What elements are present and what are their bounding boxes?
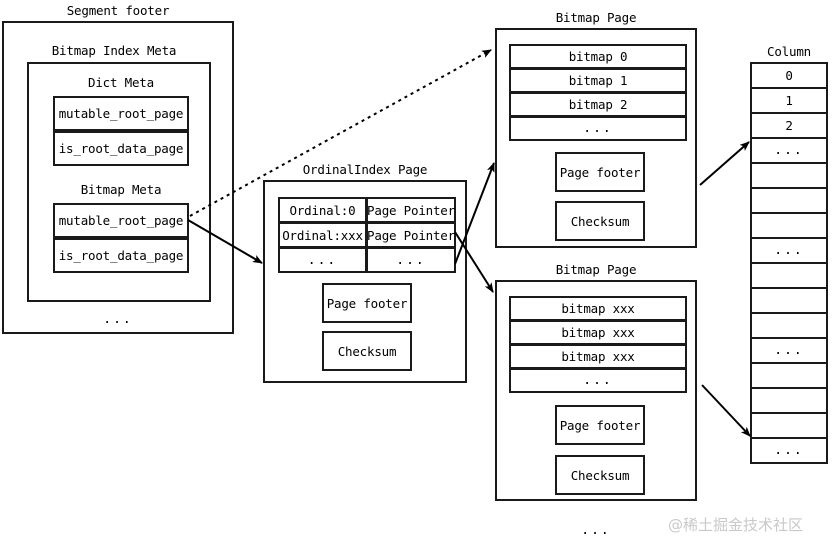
segment-footer-caption: Segment footer: [66, 3, 170, 18]
page-pointer-cell-1: Page Pointer: [366, 222, 456, 248]
bitmap-row: bitmap xxx: [509, 296, 687, 321]
bitmap-page-bottom-footer: Page footer: [555, 405, 645, 445]
bitmap-index-meta-caption: Bitmap Index Meta: [51, 43, 177, 58]
bitmap-row: bitmap 2: [509, 92, 687, 117]
column-cell: [750, 187, 828, 214]
ordinal-cell-0: Ordinal:0: [278, 197, 367, 223]
ordinal-index-page-checksum: Checksum: [322, 331, 412, 371]
bitmap-meta-caption: Bitmap Meta: [80, 182, 162, 197]
ordinal-cell-1: Ordinal:xxx: [278, 222, 367, 248]
bitmap-row-ellipsis: ...: [509, 116, 687, 141]
column-cell: [750, 362, 828, 389]
bitmap-page-bottom-caption: Bitmap Page: [555, 262, 637, 277]
bitmap-page-top-box: bitmap 0 bitmap 1 bitmap 2 ... Page foot…: [495, 28, 697, 248]
watermark: @稀土掘金技术社区: [668, 516, 804, 534]
page-pointer-cell-0: Page Pointer: [366, 197, 456, 223]
ordinal-cell-2: ...: [278, 247, 367, 273]
column-cell: [750, 287, 828, 314]
column-cell: 1: [750, 87, 828, 114]
bitmap-row: bitmap 0: [509, 44, 687, 69]
column-cell: ...: [750, 337, 828, 364]
bitmap-page-bottom-trailing-ellipsis: ...: [581, 522, 611, 538]
bitmap-row: bitmap xxx: [509, 320, 687, 345]
page-pointer-cell-2: ...: [366, 247, 456, 273]
dict-meta-field-mutable-root-page: mutable_root_page: [53, 96, 189, 131]
segment-footer-ellipsis: ...: [103, 311, 133, 327]
arrow-bitmappage-bottom-to-column: [701, 384, 751, 437]
bitmap-row: bitmap 1: [509, 68, 687, 93]
table-row: Ordinal:0 Page Pointer: [278, 197, 456, 223]
bitmap-page-bottom-box: bitmap xxx bitmap xxx bitmap xxx ... Pag…: [495, 280, 697, 501]
column-cell: ...: [750, 137, 828, 164]
table-row: Ordinal:xxx Page Pointer: [278, 222, 456, 248]
column-cell: [750, 162, 828, 189]
ordinal-index-page-footer: Page footer: [322, 283, 412, 323]
table-row: ... ...: [278, 247, 456, 273]
column-cell: 2: [750, 112, 828, 139]
column-cell: [750, 312, 828, 339]
column-cell: [750, 212, 828, 239]
column-cell: 0: [750, 62, 828, 89]
column-cell: ...: [750, 437, 828, 464]
bitmap-page-top-checksum: Checksum: [555, 201, 645, 241]
bitmap-page-top-footer: Page footer: [555, 152, 645, 192]
column-cell: [750, 262, 828, 289]
column-cell: ...: [750, 237, 828, 264]
bitmap-index-meta-box: Dict Meta mutable_root_page is_root_data…: [27, 62, 211, 302]
column-cell: [750, 412, 828, 439]
ordinal-index-page-box: Ordinal:0 Page Pointer Ordinal:xxx Page …: [263, 180, 467, 383]
dict-meta-field-is-root-data-page: is_root_data_page: [53, 131, 189, 166]
bitmap-meta-field-mutable-root-page: mutable_root_page: [53, 203, 189, 238]
segment-footer-box: Bitmap Index Meta Dict Meta mutable_root…: [2, 21, 234, 334]
bitmap-meta-field-is-root-data-page: is_root_data_page: [53, 238, 189, 273]
bitmap-row: bitmap xxx: [509, 344, 687, 369]
dict-meta-caption: Dict Meta: [88, 75, 154, 90]
ordinal-index-page-caption: OrdinalIndex Page: [302, 162, 428, 177]
column-cell: [750, 387, 828, 414]
ordinal-table: Ordinal:0 Page Pointer Ordinal:xxx Page …: [278, 197, 456, 275]
bitmap-row-ellipsis: ...: [509, 368, 687, 393]
bitmap-page-bottom-checksum: Checksum: [555, 455, 645, 495]
arrow-bitmappage-top-to-column: [699, 141, 750, 186]
column-caption: Column: [767, 44, 811, 59]
bitmap-page-top-caption: Bitmap Page: [555, 10, 637, 25]
